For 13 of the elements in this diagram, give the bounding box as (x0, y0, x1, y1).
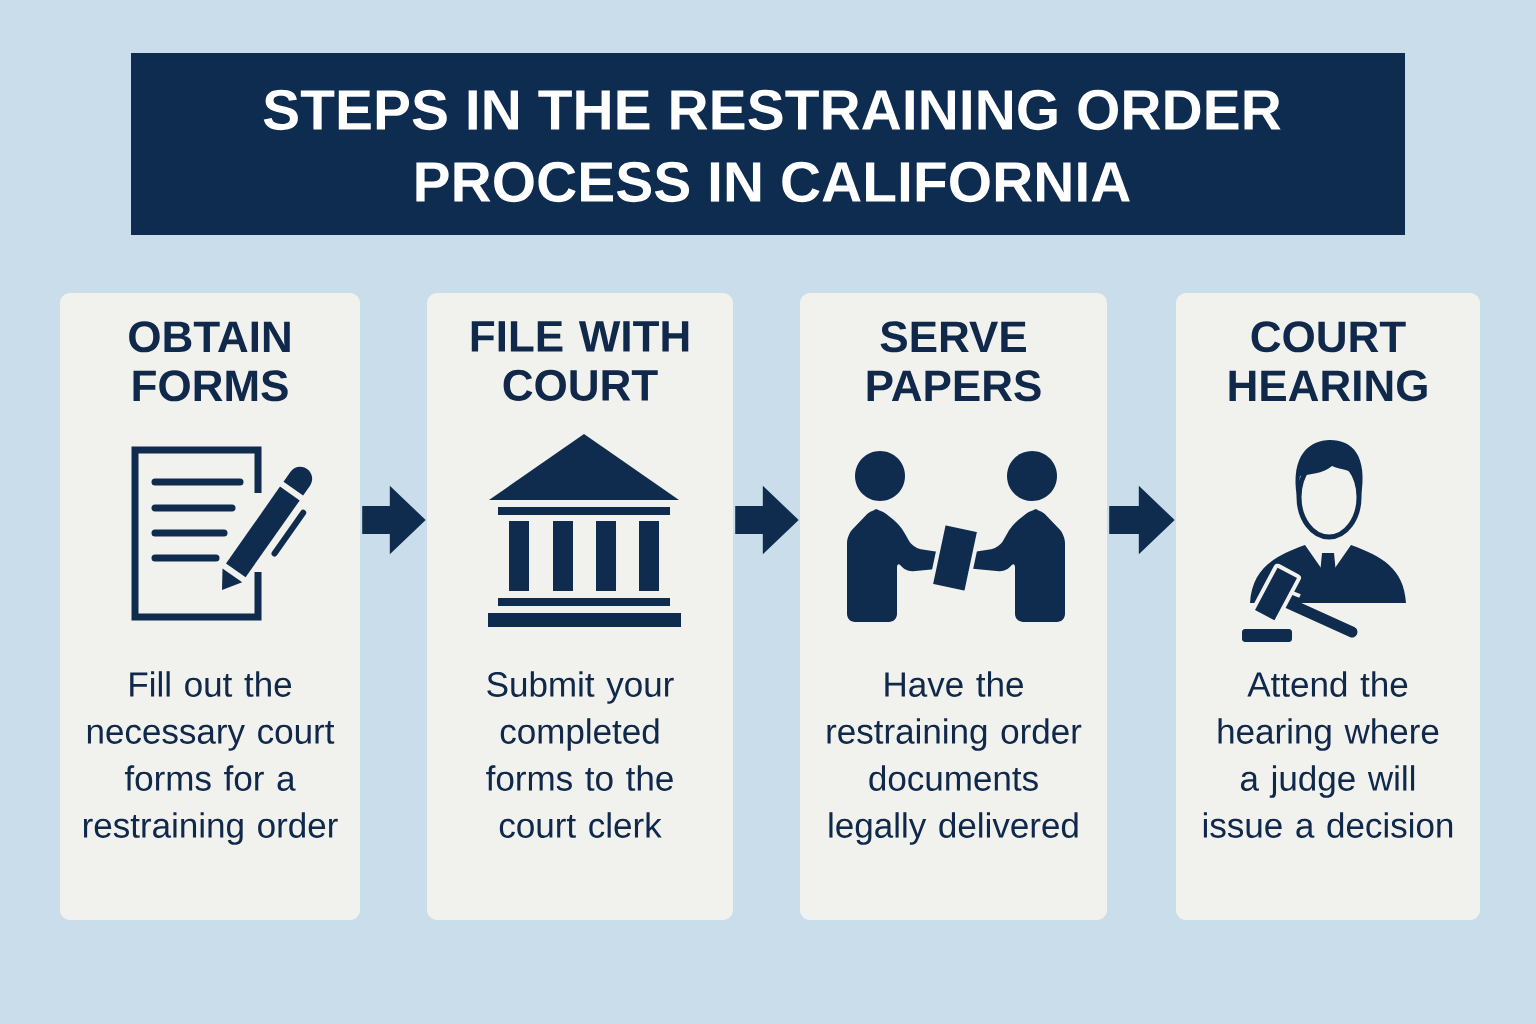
step-description: Have the restraining order documents legally delivered (827, 671, 1082, 845)
step-card (60, 293, 360, 920)
step-heading: SERVE PAPERS (867, 321, 1041, 402)
step-card (1176, 293, 1480, 920)
step-heading: OBTAIN FORMS (129, 321, 290, 402)
step-description: Attend the hearing where a judge will issue a decision (1203, 671, 1453, 838)
step-heading: FILE WITH COURT (471, 321, 689, 401)
step-card (427, 293, 733, 920)
step-card (800, 293, 1107, 920)
step-heading: COURT HEARING (1229, 321, 1427, 402)
step-description: Submit your completed forms to the court clerk (486, 671, 674, 838)
title: STEPS IN THE RESTRAINING ORDER PROCESS IN CALIFORNIA (263, 89, 1281, 203)
step-description: Fill out the necessary court forms for a restraining order (83, 671, 338, 845)
